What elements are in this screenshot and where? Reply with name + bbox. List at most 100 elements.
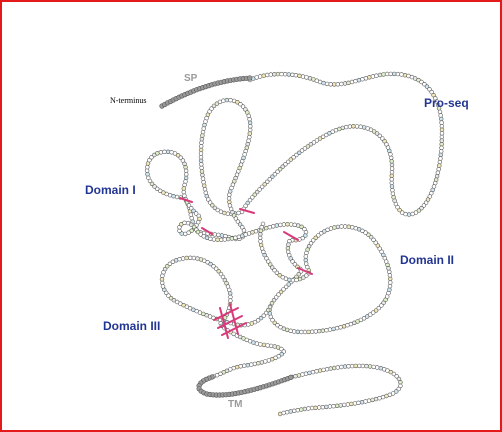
residue [253,362,257,366]
residue [255,342,259,346]
residue [350,225,354,229]
residue [390,181,394,185]
residue [184,165,188,169]
residue [291,73,295,77]
residue [282,223,286,227]
residue [246,363,250,367]
residue [227,193,231,197]
residue [437,164,441,168]
residue [392,72,396,76]
residue [347,225,351,229]
residue [223,238,227,242]
transmembrane-helix-residues [197,375,293,398]
residue [438,110,442,114]
residue [375,366,379,370]
residue [355,125,359,129]
transmembrane-label: TM [228,399,242,410]
residue [183,183,187,187]
residue [440,146,444,150]
domain-2-label: Domain II [400,253,454,267]
residue [249,363,253,367]
residue [390,174,394,178]
residue [299,408,303,412]
residue [440,124,444,128]
residue [438,160,442,164]
residue [256,361,260,365]
residue [213,233,217,237]
residue [201,173,205,177]
residue [201,130,205,134]
residue [346,403,350,407]
residue [202,184,206,188]
residue [317,406,321,410]
residue [350,364,354,368]
residue [259,240,263,244]
residue [161,285,165,289]
residue [183,232,187,236]
residue [340,82,344,86]
residue [185,256,189,260]
residue [220,234,224,238]
residue [182,190,186,194]
residue [340,225,344,229]
residue [399,380,403,384]
residue [391,192,395,196]
residue [292,330,296,334]
residue [311,370,315,374]
residue [344,125,348,129]
residue [439,114,443,118]
residue [234,236,238,240]
residue [189,213,193,217]
residue [181,257,185,261]
residue [279,223,283,227]
residue [390,167,394,171]
residue [318,369,322,373]
residue [237,211,241,215]
residue [258,236,262,240]
residue [287,73,291,77]
residue [307,330,311,334]
residue [340,365,344,369]
residue [387,270,391,274]
residue [262,343,266,347]
residue [385,72,389,76]
residue [301,373,305,377]
residue [248,132,252,136]
residue [391,188,395,192]
residue [258,75,262,79]
residue [163,150,167,154]
residue [226,212,230,216]
residue [291,278,295,282]
residue [242,364,246,368]
residue [367,399,371,403]
residue [276,72,280,76]
residue [388,277,392,281]
residue [216,238,220,242]
residue [285,410,289,414]
residue [227,200,231,204]
residue [204,191,208,195]
residue [325,367,329,371]
residue [378,73,382,77]
residue [196,257,200,261]
residue [317,329,321,333]
residue [259,229,263,233]
residue [343,225,347,229]
residue [347,364,351,368]
residue [364,400,368,404]
residue [271,224,275,228]
residue [289,329,293,333]
residue [160,277,164,281]
residue [352,124,356,128]
residue [294,73,298,77]
residue [354,226,358,230]
residue [354,79,358,83]
residue [390,185,394,189]
residue [439,117,443,121]
residue [248,125,252,129]
residue [287,243,291,247]
residue [248,128,252,132]
residue [349,402,353,406]
n-terminus-label: N-terminus [110,96,146,105]
residue [247,139,251,143]
